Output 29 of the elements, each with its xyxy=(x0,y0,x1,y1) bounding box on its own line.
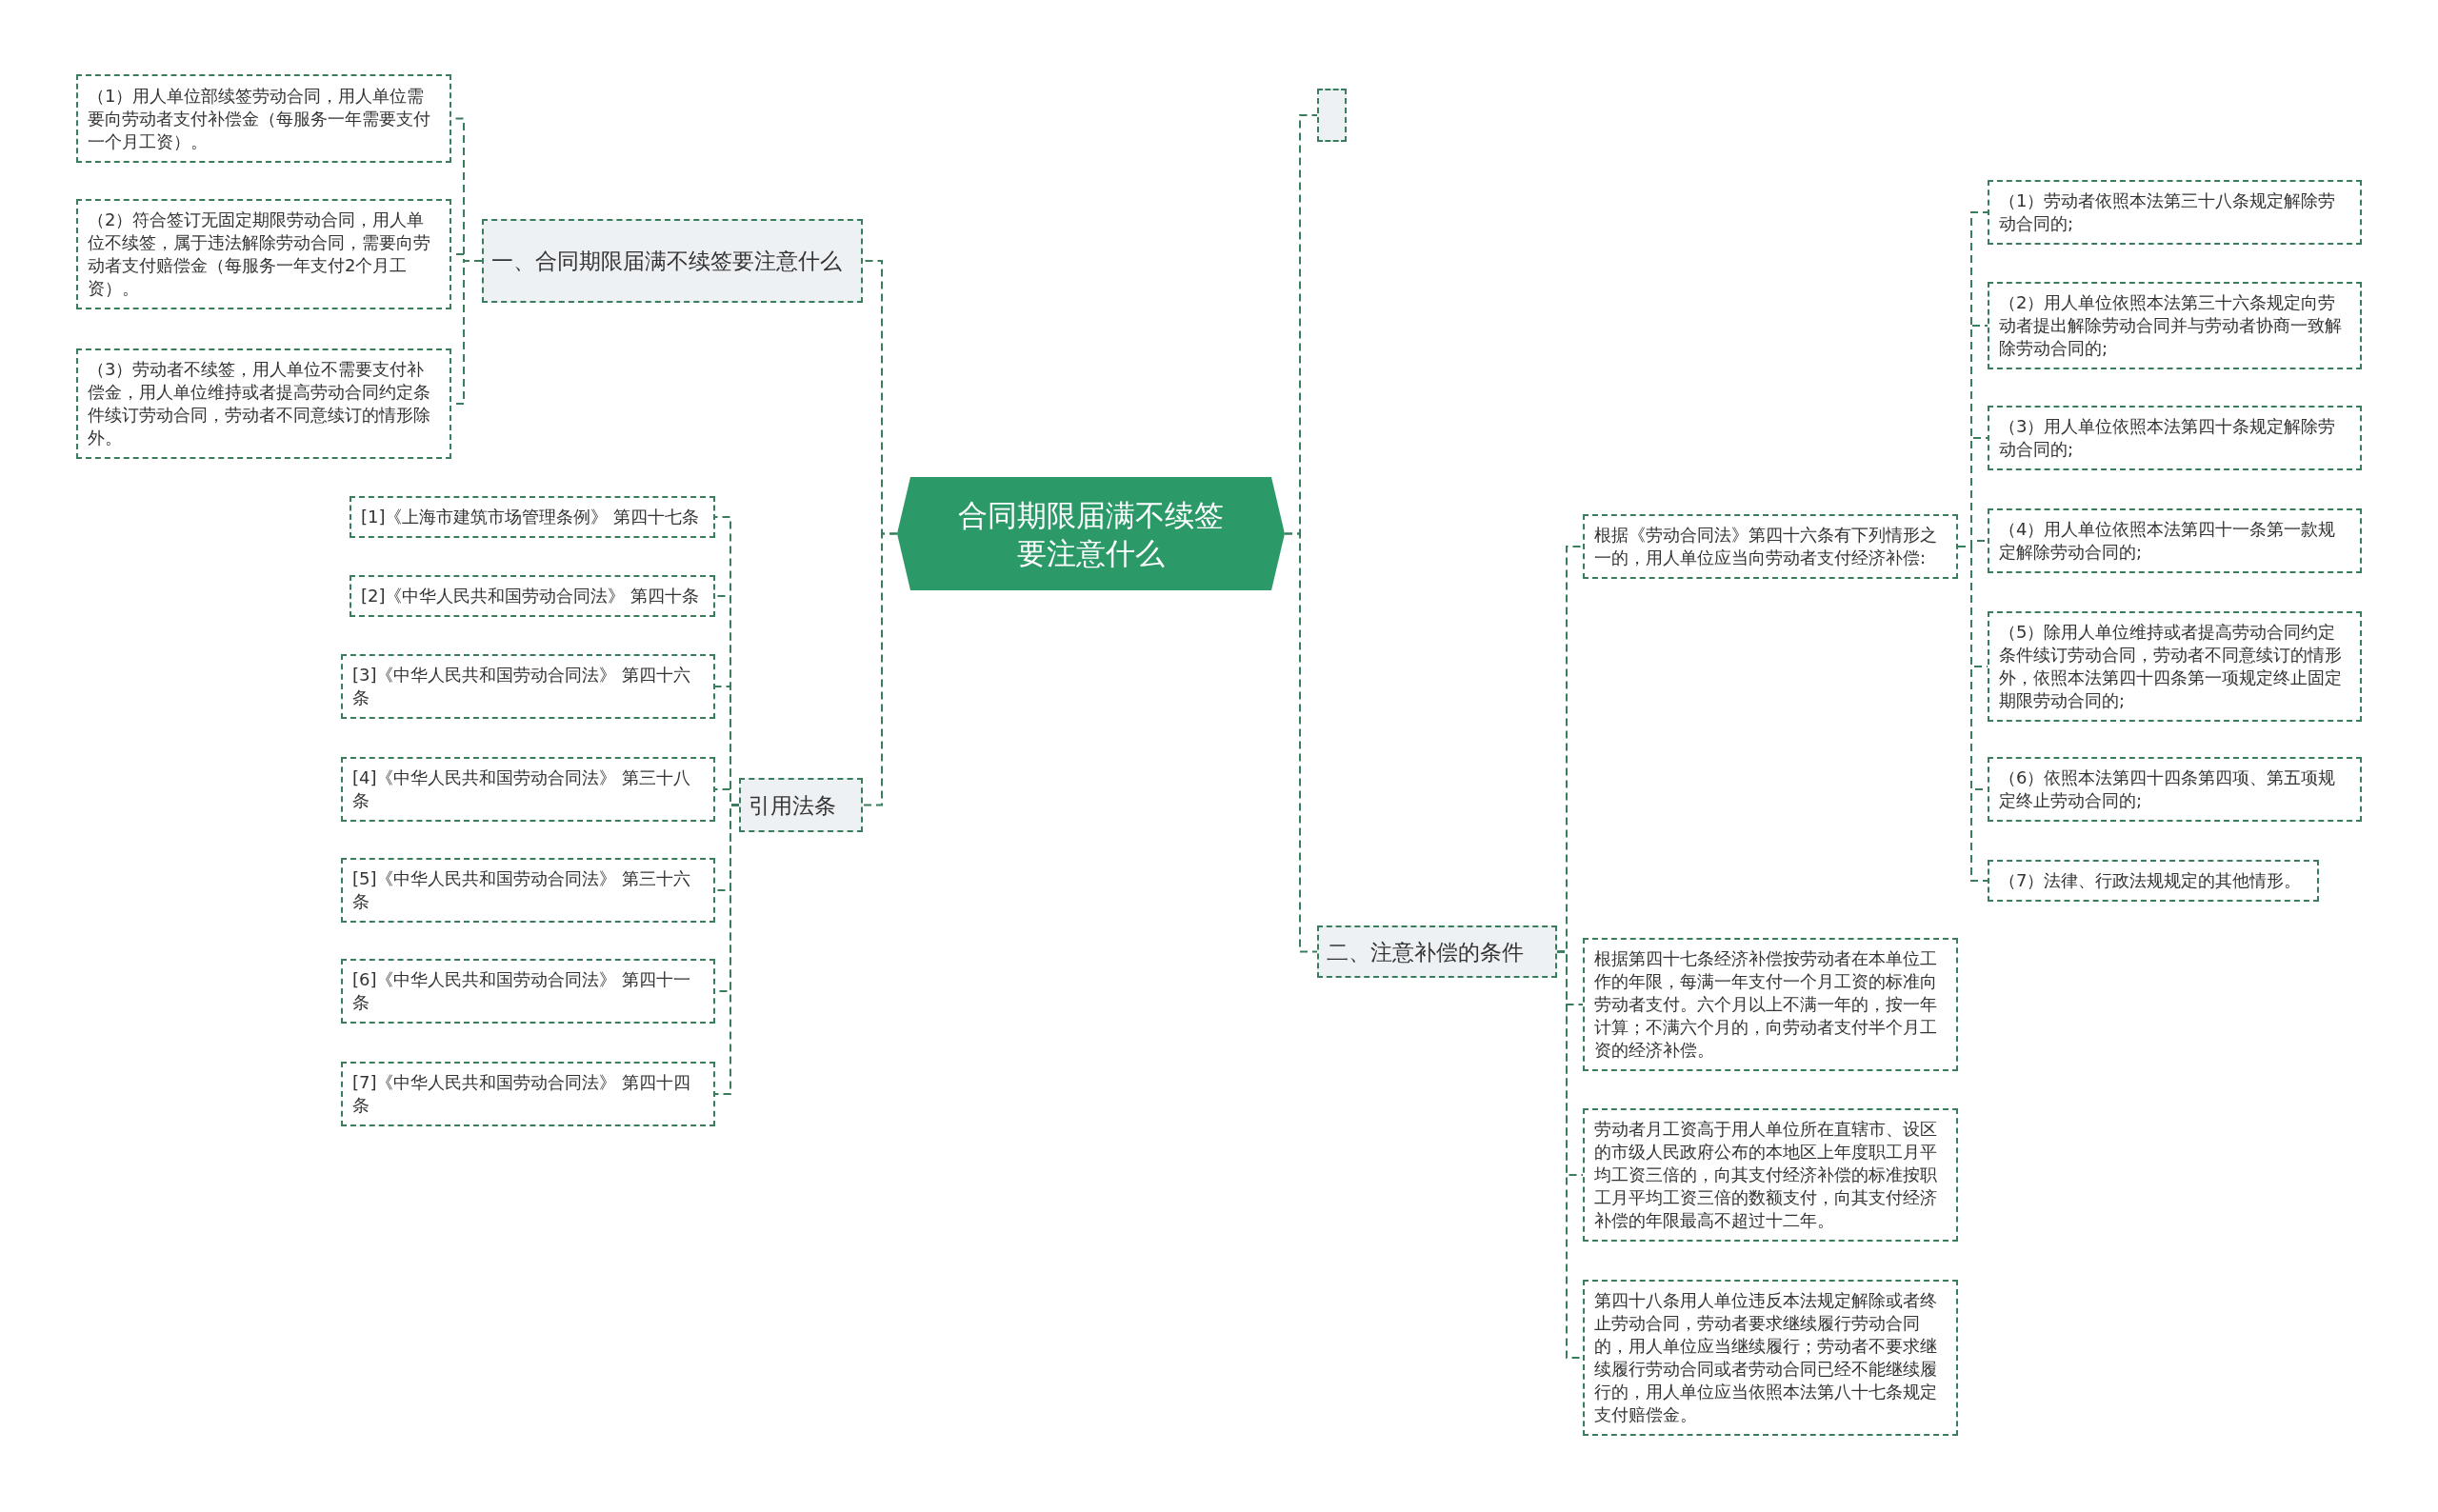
connector-line xyxy=(862,532,898,806)
subtopic-box: [6]《中华人民共和国劳动合同法》 第四十一条 xyxy=(341,959,715,1024)
subtopic-box: [5]《中华人民共和国劳动合同法》 第三十六条 xyxy=(341,858,715,923)
subtopic-box: [4]《中华人民共和国劳动合同法》 第三十八条 xyxy=(341,757,715,822)
subtopic-box: [2]《中华人民共和国劳动合同法》 第四十条 xyxy=(350,575,715,617)
subtopic-box: 第四十八条用人单位违反本法规定解除或者终止劳动合同，劳动者要求继续履行劳动合同的，用人单位应当继续履行；劳动者不要求继续履行劳动合同或者劳动合同已经不能继续履行的，用人单位应当依照本法第八十七条规定支付赔偿金。 xyxy=(1583,1280,1958,1436)
subtopic-box: （3）用人单位依照本法第四十条规定解除劳动合同的; xyxy=(1988,406,2362,470)
subtopic-box: （2）用人单位依照本法第三十六条规定向劳动者提出解除劳动合同并与劳动者协商一致解除劳动合同的; xyxy=(1988,282,2362,369)
subtopic-box: [1]《上海市建筑市场管理条例》 第四十七条 xyxy=(350,496,715,538)
central-topic: 合同期限届满不续签要注意什么 xyxy=(897,477,1285,590)
subtopic-box: [3]《中华人民共和国劳动合同法》 第四十六条 xyxy=(341,654,715,719)
subtopic-box: （4）用人单位依照本法第四十一条第一款规定解除劳动合同的; xyxy=(1988,508,2362,573)
subtopic-box: [7]《中华人民共和国劳动合同法》 第四十四条 xyxy=(341,1062,715,1126)
empty-topic-box xyxy=(1317,89,1347,142)
subtopic-box: （1）用人单位部续签劳动合同，用人单位需要向劳动者支付补偿金（每服务一年需要支付一个月工资）。 xyxy=(76,74,451,163)
subtopic-box: （7）法律、行政法规规定的其他情形。 xyxy=(1988,860,2319,902)
subtopic-box: 根据《劳动合同法》第四十六条有下列情形之一的，用人单位应当向劳动者支付经济补偿: xyxy=(1583,514,1958,579)
subtopic-box: （3）劳动者不续签，用人单位不需要支付补偿金，用人单位维持或者提高劳动合同约定条件续订劳动合同，劳动者不同意续订的情形除外。 xyxy=(76,348,451,459)
connector-line xyxy=(714,804,740,1095)
connector-line xyxy=(1284,532,1318,953)
subtopic-box: 根据第四十七条经济补偿按劳动者在本单位工作的年限，每满一年支付一个月工资的标准向劳动者支付。六个月以上不满一年的，按一年计算；不满六个月的，向劳动者支付半个月工资的经济补偿。 xyxy=(1583,938,1958,1071)
topic-box: 一、合同期限届满不续签要注意什么 xyxy=(482,219,863,303)
subtopic-box: （1）劳动者依照本法第三十八条规定解除劳动合同的; xyxy=(1988,180,2362,245)
subtopic-box: 劳动者月工资高于用人单位所在直辖市、设区的市级人民政府公布的本地区上年度职工月平均工资三倍的，向其支付经济补偿的标准按职工月平均工资三倍的数额支付，向其支付经济补偿的年限最高不超过十二年。 xyxy=(1583,1108,1958,1242)
subtopic-box: （2）符合签订无固定期限劳动合同，用人单位不续签，属于违法解除劳动合同，需要向劳动者支付赔偿金（每服务一年支付2个月工资）。 xyxy=(76,199,451,309)
topic-box: 引用法条 xyxy=(739,778,863,832)
topic-box: 二、注意补偿的条件 xyxy=(1317,925,1557,978)
subtopic-box: （6）依照本法第四十四条第四项、第五项规定终止劳动合同的; xyxy=(1988,757,2362,822)
subtopic-box: （5）除用人单位维持或者提高劳动合同约定条件续订劳动合同，劳动者不同意续订的情形外，依照本法第四十四条第一项规定终止固定期限劳动合同的; xyxy=(1988,611,2362,722)
